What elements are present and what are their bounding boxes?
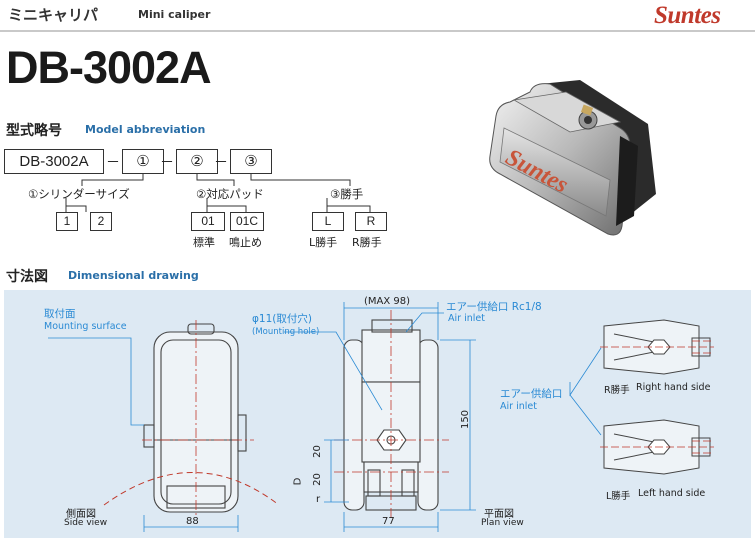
air-inlet-en: Air inlet [448, 313, 485, 324]
dash-1: － [106, 155, 120, 171]
right-hand-jp: R勝手 [604, 385, 630, 396]
dim-d: D [292, 477, 304, 486]
brand-logo: Suntes [654, 2, 721, 29]
slot-2-box: ② [176, 149, 218, 174]
model-number: DB-3002A [6, 42, 212, 93]
technical-drawing [48, 302, 714, 532]
caption-squeal-stop: 鳴止め [229, 236, 262, 249]
side-view-jp: 側面図 [66, 509, 96, 520]
abbr-connectors [65, 174, 371, 212]
slot-1-box: ① [122, 149, 164, 174]
dim-height: 150 [460, 409, 472, 430]
hand-label: ③勝手 [330, 187, 364, 201]
mounting-hole-en: (Mounting hole) [252, 327, 320, 337]
mounting-surface-en: Mounting surface [44, 321, 127, 332]
air-inlet2-en: Air inlet [500, 401, 537, 412]
cylinder-size-label: ①シリンダーサイズ [28, 187, 130, 201]
dim-width-side: 88 [186, 516, 199, 527]
model-abbr-title-en: Model abbreviation [85, 123, 206, 136]
dash-2: － [160, 155, 174, 171]
caption-left-hand: L勝手 [309, 236, 338, 249]
model-abbr-title-jp: 型式略号 [6, 123, 62, 139]
dim-20-a: 20 [311, 445, 323, 458]
option-pad-01: 01 [191, 212, 225, 231]
left-hand-jp: L勝手 [606, 491, 631, 502]
left-hand-en: Left hand side [638, 488, 706, 499]
option-hand-r: R [355, 212, 387, 231]
dim-20-b: 20 [311, 473, 323, 486]
mounting-surface-jp: 取付面 [44, 308, 76, 320]
right-hand-en: Right hand side [636, 382, 711, 393]
slot-3-box: ③ [230, 149, 272, 174]
caption-right-hand: R勝手 [352, 236, 382, 249]
dimensional-title-en: Dimensional drawing [68, 269, 199, 282]
side-view-en: Side view [64, 518, 108, 528]
dim-r: r [316, 494, 321, 505]
plan-view-jp: 平面図 [484, 509, 514, 520]
pad-label: ②対応パッド [196, 187, 264, 201]
dimensional-title-jp: 寸法図 [6, 269, 48, 285]
dim-width-plan: 77 [382, 516, 395, 527]
option-cyl-2: 2 [90, 212, 112, 231]
option-pad-01c: 01C [230, 212, 264, 231]
header-divider [0, 30, 755, 32]
option-hand-l: L [312, 212, 344, 231]
option-cyl-1: 1 [56, 212, 78, 231]
header-title-en: Mini caliper [138, 8, 211, 21]
header-title-jp: ミニキャリパ [8, 6, 99, 24]
air-inlet-jp: エアー供給口 Rc1/8 [446, 301, 542, 313]
plan-view-en: Plan view [481, 518, 524, 528]
base-model-box: DB-3002A [4, 149, 104, 174]
air-inlet2-jp: エアー供給口 [500, 388, 563, 400]
mounting-hole-jp: φ11(取付穴) [252, 313, 312, 325]
max-dimension: (MAX 98) [364, 296, 411, 307]
caption-standard: 標準 [193, 236, 215, 249]
dash-3: － [214, 155, 228, 171]
product-image: Suntes [489, 80, 656, 236]
